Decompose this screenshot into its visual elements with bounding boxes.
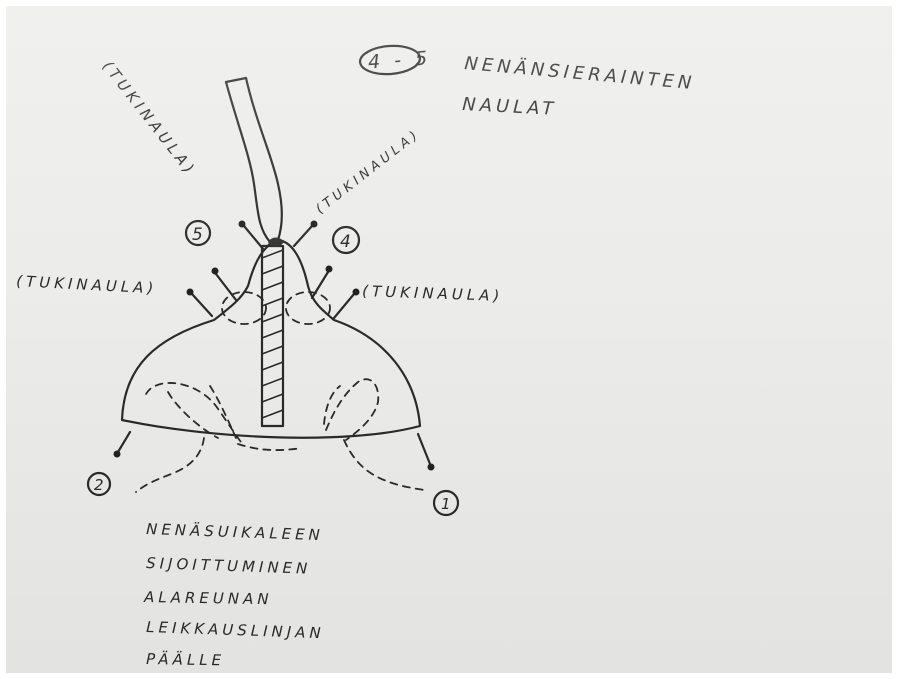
caption-block: NENÄSUIKALEEN SIJOITTUMINEN ALAREUNAN LE… xyxy=(143,519,325,669)
hatched-column xyxy=(262,243,283,426)
caption-line5: PÄÄLLE xyxy=(146,649,225,669)
marker-5: 5 xyxy=(186,221,210,245)
paper-sheet: 4 - 5 NENÄNSIERAINTEN NAULAT xyxy=(6,6,892,673)
marker-2-text: 2 xyxy=(94,476,104,494)
caption-line2: SIJOITTUMINEN xyxy=(146,554,312,578)
label-tukinaula-left: (TUKINAULA) xyxy=(16,272,158,297)
header-group: 4 - 5 NENÄNSIERAINTEN NAULAT xyxy=(359,44,696,120)
header-title-line1: NENÄNSIERAINTEN xyxy=(464,53,697,94)
bottom-dashes xyxy=(136,438,424,492)
marker-1-text: 1 xyxy=(441,495,451,513)
header-title-line2: NAULAT xyxy=(462,94,558,120)
marker-4-text: 4 xyxy=(340,232,351,252)
marker-5-text: 5 xyxy=(192,225,203,245)
header-marker-text: 4 - 5 xyxy=(367,47,432,73)
label-tukinaula-mid: (TUKINAULA) xyxy=(313,126,423,217)
caption-line3: ALAREUNAN xyxy=(143,588,273,608)
marker-1: 1 xyxy=(434,491,458,515)
marker-2: 2 xyxy=(88,473,110,495)
sketch-diagram: 4 - 5 NENÄNSIERAINTEN NAULAT xyxy=(6,6,892,673)
caption-line1: NENÄSUIKALEEN xyxy=(146,519,324,544)
support-strip xyxy=(226,78,282,242)
marker-4: 4 xyxy=(333,227,359,253)
label-tukinaula-right: (TUKINAULA) xyxy=(362,282,504,305)
nose-outline xyxy=(122,240,420,438)
caption-line4: LEIKKAUSLINJAN xyxy=(146,618,325,642)
label-tukinaula-top: (TUKINAULA) xyxy=(99,57,200,179)
